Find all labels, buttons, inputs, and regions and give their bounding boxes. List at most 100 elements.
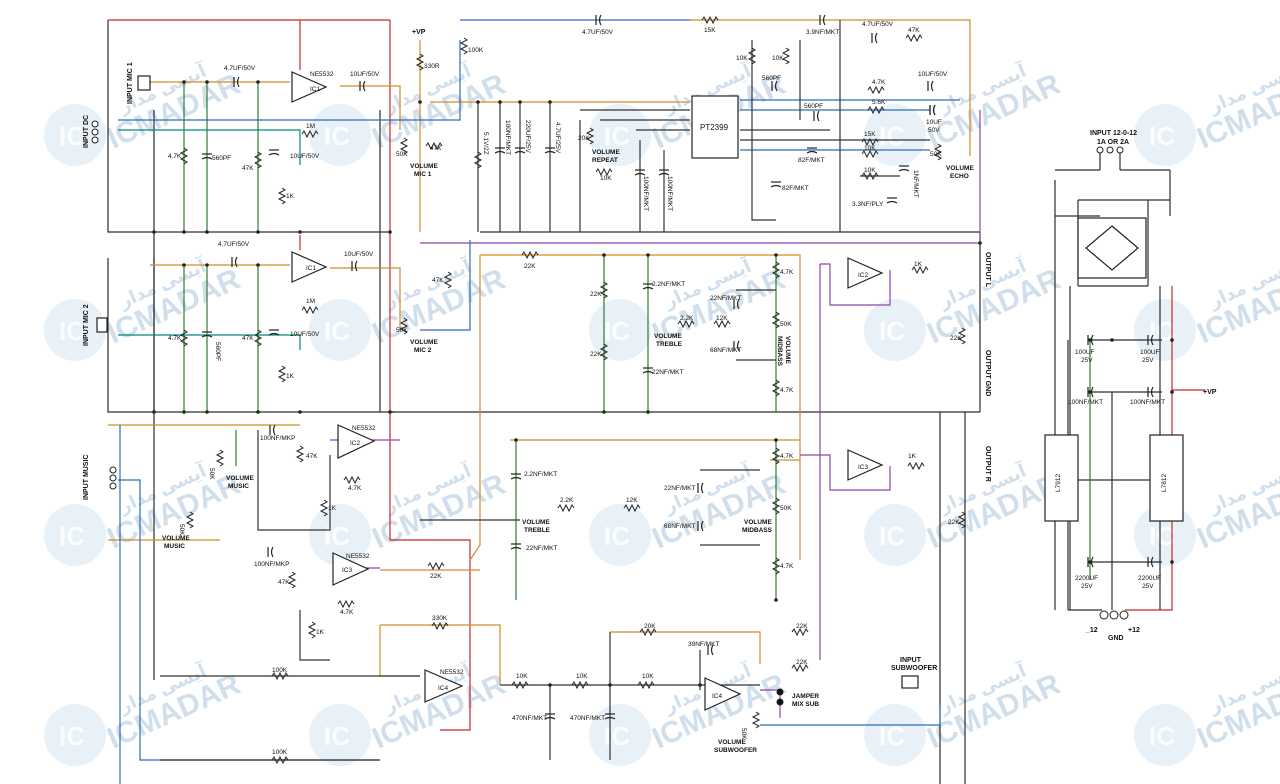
capacitor-symbol	[886, 197, 898, 204]
label-output-r: OUTPUT R	[984, 446, 991, 482]
label-psu-input-2: 1A OR 2A	[1097, 139, 1129, 146]
resistor-symbol	[771, 557, 781, 575]
capacitor-symbol	[201, 153, 213, 160]
resistor-symbol	[301, 305, 319, 315]
junction-dot	[646, 410, 650, 414]
resistor-symbol	[599, 343, 609, 361]
component-value-r-100k-c: 100K	[272, 749, 288, 756]
opamp-ic2-out-l	[847, 257, 884, 289]
capacitor-symbol	[898, 165, 910, 172]
resistor-symbol	[911, 265, 929, 275]
component-value-r-10k-g: 10K	[576, 673, 588, 680]
capacitor-symbol	[595, 14, 602, 26]
component-value-c-220u25: 220UF/25V	[524, 120, 531, 154]
component-value-c-560pf-c: 560PF	[762, 75, 781, 82]
jumper-dot-1	[776, 688, 784, 696]
resistor-symbol	[933, 143, 943, 161]
component-value-r-50k-g: 50K	[178, 524, 185, 536]
resistor-symbol	[253, 329, 263, 347]
resistor-symbol	[179, 147, 189, 165]
component-value-c-10u50-d: 10UF/50V	[290, 331, 320, 338]
junction-dot	[205, 80, 209, 84]
component-value-c-560pf-a: 560PF	[212, 155, 231, 162]
component-value-c-68nf-a: 68NF/MKT	[710, 347, 741, 354]
component-value-c-10u50-e: 10UF/50V	[918, 71, 948, 78]
junction-dot	[205, 410, 209, 414]
music-pin-1	[109, 466, 117, 474]
psu-pin-2	[1106, 146, 1114, 154]
jack-mic1	[137, 75, 151, 91]
resistor-symbol	[861, 171, 879, 181]
junction-dot	[205, 230, 209, 234]
component-value-d-zener: 5.1V/2Z	[482, 132, 489, 155]
chip-ic1-mic2: IC1	[306, 265, 317, 272]
component-value-c-2200-b2: 25V	[1142, 583, 1154, 590]
capacitor-symbol	[267, 546, 274, 558]
capacitor-symbol	[494, 147, 506, 154]
resistor-symbol	[677, 319, 695, 329]
junction-dot	[774, 438, 778, 442]
component-value-r-10k-h: 10K	[642, 673, 654, 680]
component-value-r-50k-d: 50K	[780, 321, 792, 328]
resistor-symbol	[415, 53, 425, 71]
resistor-symbol	[277, 365, 287, 383]
capacitor-symbol	[813, 110, 820, 122]
watermark-logo: IC	[879, 521, 905, 551]
component-value-r-1k-d: 1K	[908, 453, 917, 460]
pt2399-chip	[691, 95, 739, 159]
label-vp-psu: +VP	[1203, 389, 1217, 396]
watermark-logo: IC	[1149, 521, 1175, 551]
component-value-c-100u-a2: 25V	[1081, 357, 1093, 364]
component-value-r-330k: 330K	[432, 615, 448, 622]
opamp-ic2-music	[337, 424, 376, 459]
component-value-r-1m-a: 1M	[306, 123, 315, 130]
watermark-logo: IC	[324, 121, 350, 151]
component-value-r-50k-h: 50K	[740, 728, 747, 740]
resistor-symbol	[557, 503, 575, 513]
capacitor-symbol	[1147, 334, 1154, 346]
capacitor-symbol	[634, 169, 646, 176]
opamp-ic4-sub-filter	[704, 677, 742, 711]
component-value-r-330r: 330R	[424, 63, 440, 70]
component-value-r-100k-b: 100K	[272, 667, 288, 674]
component-value-c-33nf-a: 3.3NF/PLY	[852, 201, 884, 208]
capacitor-symbol	[771, 80, 778, 92]
gnd-pin-1	[1099, 610, 1109, 620]
component-value-r-22k-c: 22K	[590, 351, 602, 358]
component-value-r-22k-e: 2.2K	[680, 315, 694, 322]
resistor-symbol	[771, 447, 781, 465]
label-vol-mic2-b: MIC 2	[414, 347, 432, 354]
component-value-r-47k-a: 4.7K	[168, 153, 182, 160]
component-value-c-100u-b2: 25V	[1142, 357, 1154, 364]
component-value-c-100nf-mkp-a: 100NF/MKP	[260, 435, 295, 442]
capacitor-symbol	[770, 181, 782, 188]
label-vol-treble-l-a: VOLUME	[654, 333, 682, 340]
label-vol-mic1-a: VOLUME	[410, 163, 438, 170]
junction-dot	[298, 230, 302, 234]
label-vol-midbass-r-b: MIDBASS	[742, 527, 773, 534]
component-value-r-47k-e: 47K	[430, 145, 442, 152]
watermark-logo: IC	[1149, 721, 1175, 751]
junction-dot	[152, 230, 156, 234]
opamp-ic3-out-r	[847, 449, 884, 481]
component-value-r-10k-b: 10K	[772, 55, 784, 62]
bridge-rectifier-box	[1077, 217, 1147, 279]
dc-pin-3	[91, 136, 99, 144]
chip-ic4-sub: IC4	[438, 685, 449, 692]
label-input-mic2: INPUT MIC 2	[83, 304, 90, 346]
component-value-c-560pf-b: 560PF	[214, 342, 221, 361]
label-vol-treble-l-b: TREBLE	[656, 341, 683, 348]
component-value-c-82nf-b: 82F/MKT	[782, 185, 809, 192]
junction-dot	[978, 241, 982, 245]
resistor-symbol	[319, 499, 329, 517]
psu-pin-3	[1116, 146, 1124, 154]
component-value-r-47k-m: 47K	[306, 453, 318, 460]
junction-dot	[498, 100, 502, 104]
junction-dot	[698, 683, 702, 687]
component-value-c-100nf-d: 100NF/MKT	[1068, 399, 1103, 406]
resistor-symbol	[771, 379, 781, 397]
chip-ne5532-d: NE5532	[440, 669, 464, 676]
